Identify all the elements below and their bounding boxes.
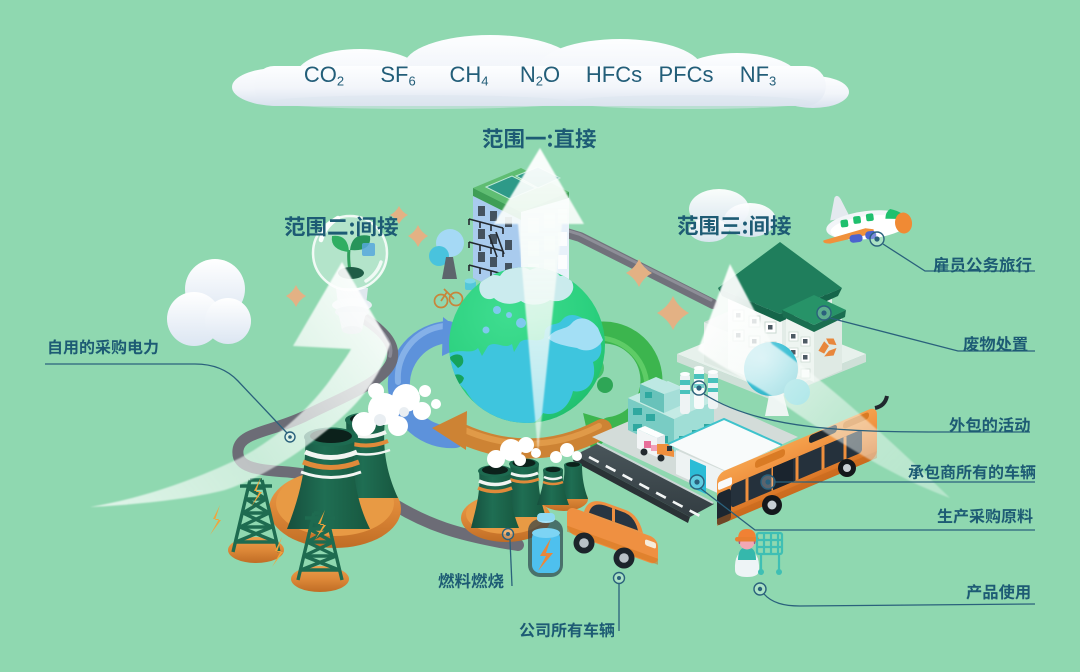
svg-text:PFCs: PFCs [659,62,714,87]
svg-text:NF3: NF3 [740,62,777,89]
svg-text:N2O: N2O [520,62,560,89]
svg-text:HFCs: HFCs [586,62,642,87]
